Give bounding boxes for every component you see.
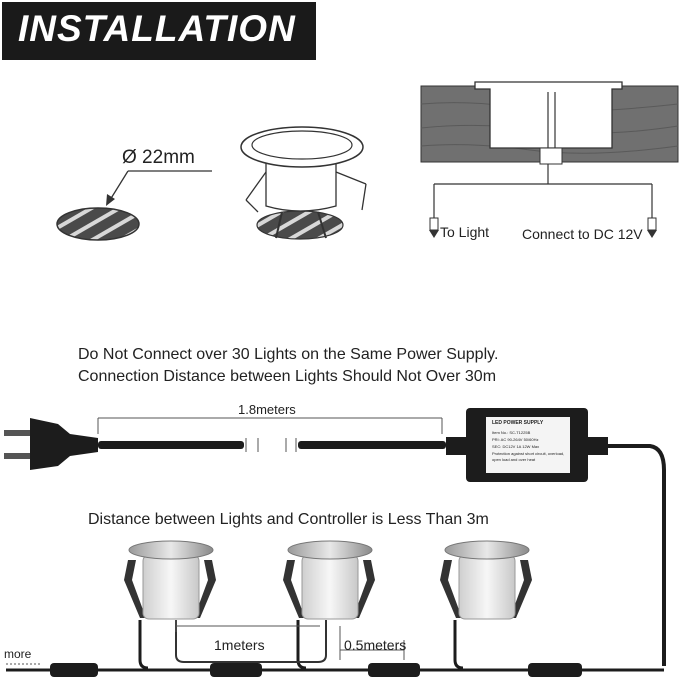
note-max-lights: Do Not Connect over 30 Lights on the Sam… — [78, 346, 499, 363]
plug-icon — [647, 217, 657, 231]
light-in-hole — [240, 126, 367, 240]
plug-icon — [429, 217, 439, 231]
light-wiring — [6, 620, 664, 677]
mounting-hole — [56, 170, 212, 241]
psu-line: Item No.: SC-T1225B — [492, 430, 531, 435]
hole-diameter-label: Ø 22mm — [122, 147, 195, 168]
banner-title: INSTALLATION — [18, 8, 296, 49]
psu-line: SEC: DC12V 1A 12W Max — [492, 444, 540, 449]
banner: INSTALLATION — [2, 2, 316, 60]
power-supply — [446, 408, 666, 666]
cross-section — [420, 81, 679, 238]
to-light-label: To Light — [440, 224, 490, 240]
deck-light — [124, 540, 216, 620]
deck-light — [440, 540, 532, 620]
main-cable — [97, 417, 446, 452]
connector-icon — [528, 663, 582, 677]
spacing-to-connector: 0.5meters — [344, 637, 407, 653]
connector-icon — [50, 663, 98, 677]
note-controller-distance: Distance between Lights and Controller i… — [88, 511, 489, 528]
psu-line: Protection against short circuit, overlo… — [492, 451, 565, 456]
spacing-between-lights: 1meters — [214, 637, 265, 653]
psu-line: open load and over heat — [492, 457, 536, 462]
note-max-distance: Connection Distance between Lights Shoul… — [78, 368, 497, 385]
connector-icon — [368, 663, 420, 677]
cable-length-label: 1.8meters — [238, 402, 296, 417]
connector-icon — [210, 663, 262, 677]
psu-line: PRI: AC 90-264V 50/60Hz — [492, 437, 539, 442]
dimension-arrow-icon — [106, 194, 115, 206]
connect-dc-label: Connect to DC 12V — [522, 226, 643, 242]
ac-plug — [4, 418, 98, 470]
more-label: more — [4, 647, 32, 661]
deck-light — [283, 540, 375, 620]
psu-title: LED POWER SUPPLY — [492, 420, 544, 426]
